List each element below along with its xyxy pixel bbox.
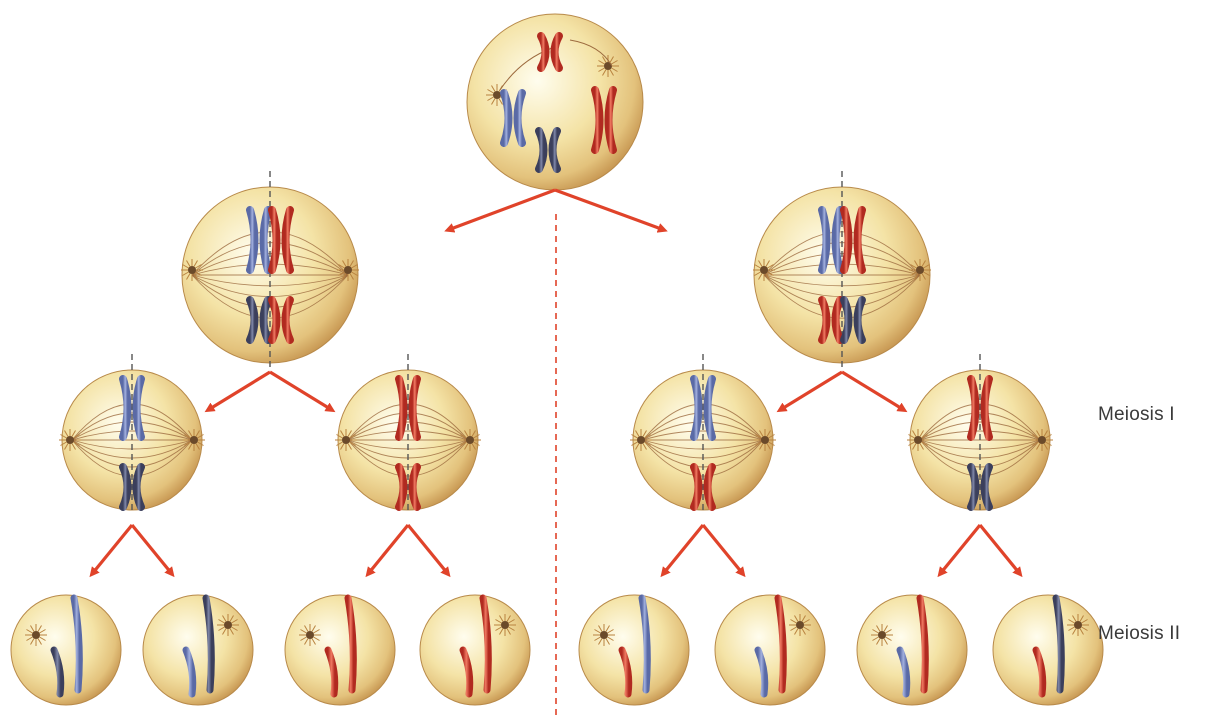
gamete-cell-2 — [142, 594, 254, 706]
centrosome-1 — [459, 429, 481, 451]
cells-layer — [10, 13, 1104, 706]
chromosome-top-right — [268, 206, 294, 274]
arrow-left — [776, 370, 843, 413]
arrows-meiosis-2-2 — [365, 523, 451, 578]
metaphase-2-cell-1 — [59, 354, 205, 514]
chromatid-short — [324, 646, 339, 698]
centrosome-0 — [59, 429, 81, 451]
chromatid-short — [1032, 646, 1047, 698]
chromatid-long — [70, 594, 83, 694]
chromosome-top-left — [246, 206, 272, 274]
chromatid-long — [774, 594, 787, 694]
chromosome-top — [119, 375, 145, 441]
chromatid-short — [754, 646, 769, 698]
gamete-cell-5 — [578, 594, 690, 706]
centrosome-0 — [335, 429, 357, 451]
metaphase-1-cell-right — [753, 171, 931, 367]
chromosome-top-right — [840, 206, 866, 274]
centrosome-0 — [593, 624, 615, 646]
meiosis-2-label: Meiosis II — [1098, 623, 1181, 644]
arrows-meiosis-1-left — [204, 370, 336, 413]
arrow-left — [204, 370, 271, 413]
chromatid-short — [896, 646, 911, 698]
chromosome-bottom — [119, 463, 145, 511]
chromatid-short — [618, 646, 633, 698]
arrows-meiosis-1-right — [776, 370, 908, 413]
centrosome-1 — [183, 429, 205, 451]
metaphase-2-cell-2 — [335, 354, 481, 514]
centrosome-1 — [1031, 429, 1053, 451]
centrosome-0 — [299, 624, 321, 646]
chromosome-bottom — [690, 463, 716, 511]
chromosome-dark-small — [535, 127, 561, 173]
centrosome-0 — [494, 614, 516, 636]
chromosome-bottom-right — [840, 296, 866, 344]
arrow-right — [269, 370, 336, 413]
chromosome-bottom — [395, 463, 421, 511]
arrow-right — [130, 523, 175, 578]
centrosome-0 — [871, 624, 893, 646]
arrows-from-parent — [444, 188, 668, 233]
parent-cell — [466, 13, 644, 191]
chromosome-bottom — [967, 463, 993, 511]
centrosome-0 — [789, 614, 811, 636]
centrosome-0 — [630, 429, 652, 451]
metaphase-1-cell-left — [181, 171, 359, 367]
metaphase-2-cell-4 — [907, 354, 1053, 514]
chromatid-long — [916, 594, 929, 694]
arrows-meiosis-2-1 — [89, 523, 175, 578]
chromosome-top — [967, 375, 993, 441]
arrow-left — [660, 523, 705, 578]
arrow-left — [937, 523, 982, 578]
arrow-right — [978, 523, 1023, 578]
chromosome-red-large — [591, 86, 617, 154]
metaphase-2-cell-3 — [630, 354, 776, 514]
arrows-layer — [89, 188, 1023, 578]
chromosome-bottom-right — [268, 296, 294, 344]
centrosome-0 — [217, 614, 239, 636]
gamete-cell-3 — [284, 594, 396, 706]
gamete-cell-7 — [856, 594, 968, 706]
chromosome-top — [690, 375, 716, 441]
centrosome-1 — [754, 429, 776, 451]
chromosome-bottom-left — [818, 296, 844, 344]
chromatid-short — [459, 646, 474, 698]
arrow-right — [554, 188, 668, 233]
centrosome-1 — [337, 259, 359, 281]
arrow-right — [406, 523, 451, 578]
centrosome-0 — [907, 429, 929, 451]
arrow-right — [841, 370, 908, 413]
gamete-cell-1 — [10, 594, 122, 706]
chromatid-short — [182, 646, 197, 698]
chromosome-bottom-left — [246, 296, 272, 344]
chromatid-long — [1052, 594, 1065, 694]
arrow-left — [89, 523, 134, 578]
arrows-meiosis-2-4 — [937, 523, 1023, 578]
arrows-meiosis-2-3 — [660, 523, 746, 578]
centrosome-0 — [181, 259, 203, 281]
gamete-cell-8 — [992, 594, 1104, 706]
meiosis-1-label: Meiosis I — [1098, 404, 1175, 425]
gamete-cell-6 — [714, 594, 826, 706]
chromatid-long — [479, 594, 492, 694]
centrosome-1 — [909, 259, 931, 281]
chromatid-long — [202, 594, 215, 694]
chromatid-short — [50, 646, 65, 698]
arrow-left — [365, 523, 410, 578]
chromosome-blue-large — [500, 89, 526, 147]
chromosome-top-left — [818, 206, 844, 274]
arrow-right — [701, 523, 746, 578]
arrow-left — [444, 188, 556, 233]
centrosome-0 — [25, 624, 47, 646]
chromatid-long — [344, 594, 357, 694]
centrosome-0 — [753, 259, 775, 281]
centrosome-0 — [1067, 614, 1089, 636]
gamete-cell-4 — [419, 594, 531, 706]
chromatid-long — [638, 594, 651, 694]
chromosome-top — [395, 375, 421, 441]
chromosome-red-small — [537, 32, 563, 72]
